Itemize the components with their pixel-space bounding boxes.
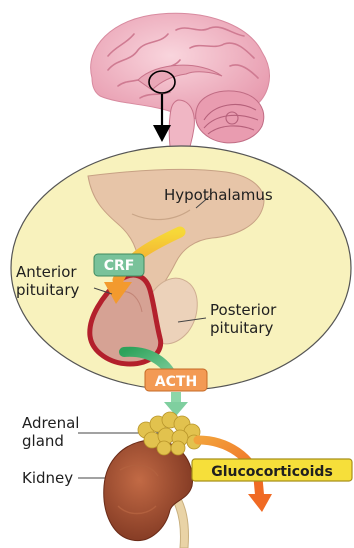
posterior-pituitary-label-line2: pituitary xyxy=(210,319,273,337)
hypothalamus-label: Hypothalamus xyxy=(164,186,273,204)
kidney-label: Kidney xyxy=(22,469,73,487)
kidney-illustration xyxy=(104,440,193,548)
crf-hormone-tag: CRF xyxy=(94,254,144,276)
anterior-pituitary-label-line1: Anterior xyxy=(16,263,77,281)
glucocorticoids-label: Glucocorticoids xyxy=(211,464,333,480)
glucocorticoids-hormone-tag: Glucocorticoids xyxy=(192,459,352,481)
acth-hormone-tag: ACTH xyxy=(145,369,207,391)
adrenal-gland-label-line1: Adrenal xyxy=(22,414,79,432)
crf-label: CRF xyxy=(104,258,135,274)
brain-illustration xyxy=(91,13,270,164)
anterior-pituitary-label-line2: pituitary xyxy=(16,281,79,299)
posterior-pituitary-label-line1: Posterior xyxy=(210,301,277,319)
acth-label: ACTH xyxy=(155,374,197,390)
adrenal-gland-label-line2: gland xyxy=(22,432,64,450)
